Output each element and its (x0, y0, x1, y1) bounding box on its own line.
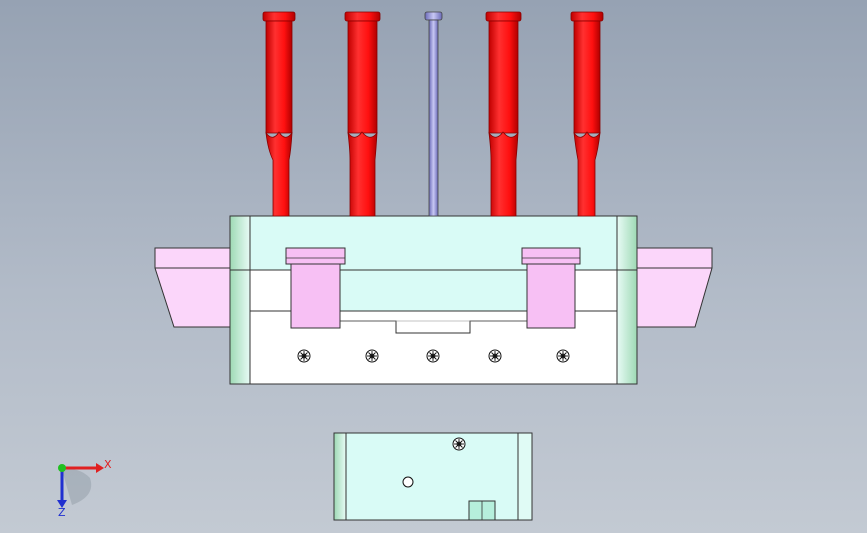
z-axis-label: Z (58, 506, 66, 519)
punch[interactable] (344, 11, 381, 217)
x-axis-label: X (104, 458, 112, 471)
punch[interactable] (262, 11, 296, 217)
punch[interactable] (485, 11, 522, 217)
left-insert (285, 247, 346, 329)
lower-block[interactable] (333, 432, 533, 521)
right-insert (521, 247, 581, 329)
y-axis-dot-icon (58, 464, 66, 472)
punch[interactable] (570, 11, 604, 217)
pilot-pin[interactable] (424, 11, 443, 217)
